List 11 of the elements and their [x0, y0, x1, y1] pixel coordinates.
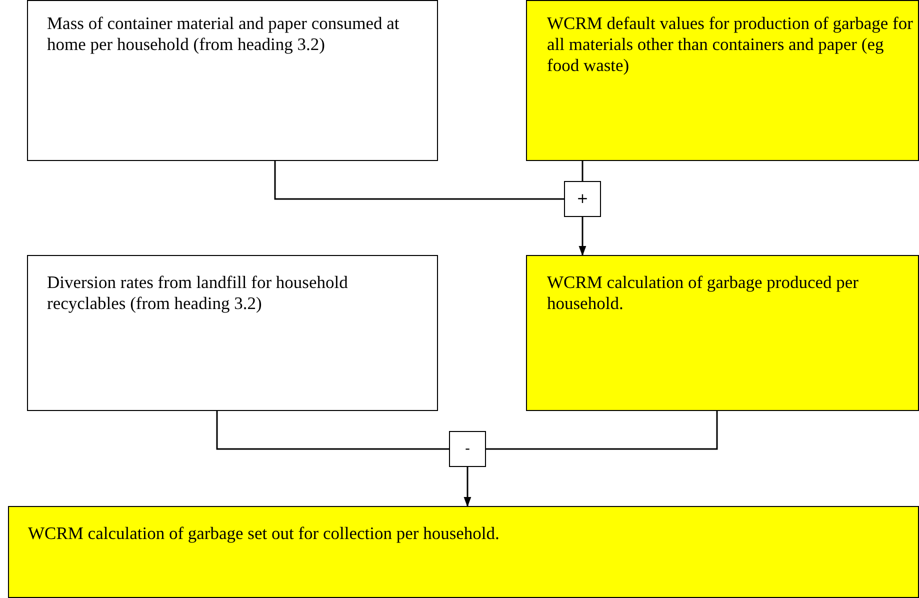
process-box: WCRM calculation of garbage set out for collection per household. [8, 506, 919, 598]
connector-line [582, 161, 584, 181]
process-box: Mass of container material and paper consumed at home per household (from heading 3.2) [27, 0, 438, 161]
process-box: Diversion rates from landfill for household recyclables (from heading 3.2) [27, 255, 438, 411]
connector-line [486, 411, 718, 450]
process-box: WCRM default values for production of garbage for all materials other than containers and paper (eg food waste) [526, 0, 919, 161]
operator-box: - [449, 431, 486, 467]
operator-box: + [564, 181, 601, 217]
connector-line [274, 161, 564, 200]
process-box: WCRM calculation of garbage produced per household. [526, 255, 919, 411]
connector-line [216, 411, 449, 450]
